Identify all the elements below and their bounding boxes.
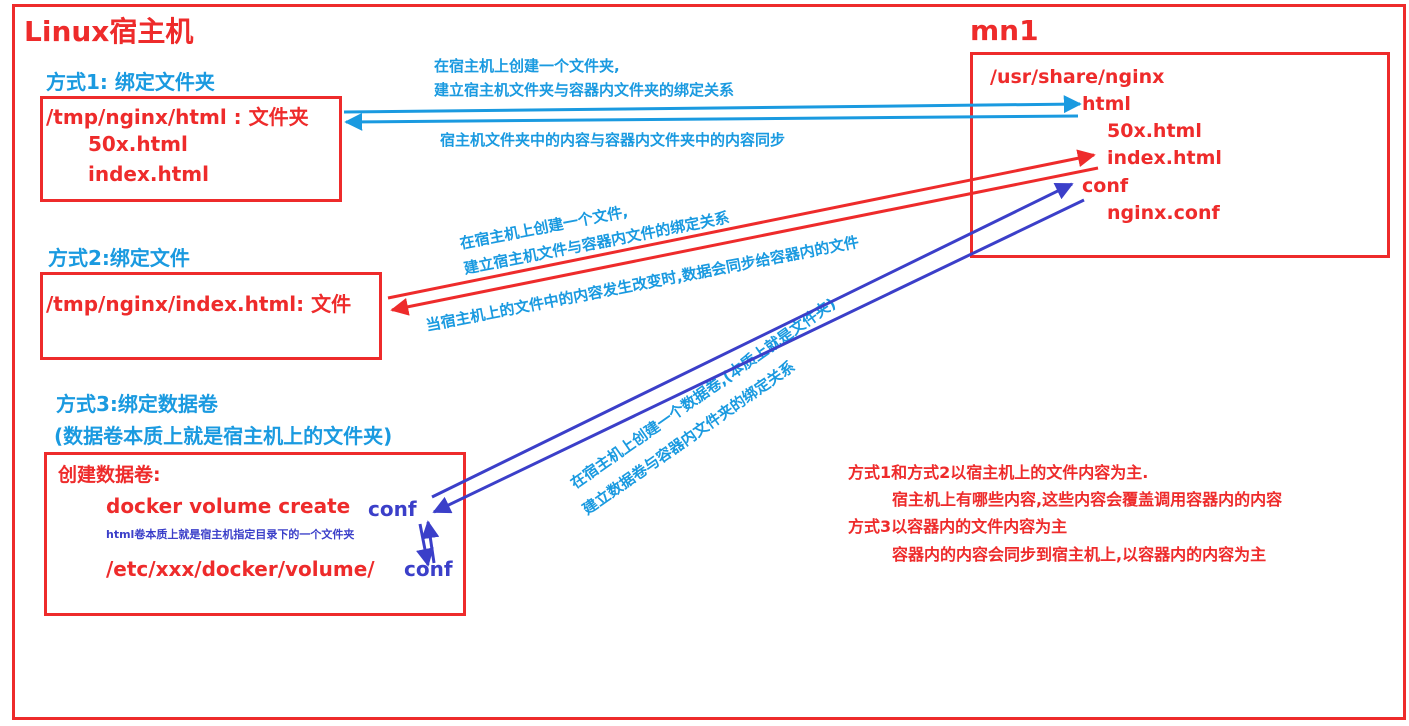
method3-arrow-to-volume	[432, 198, 1085, 514]
container-title: mn1	[970, 14, 1039, 47]
container-conf-dir: conf	[1082, 175, 1129, 197]
container-root: /usr/share/nginx	[990, 66, 1165, 88]
method3-subtitle: (数据卷本质上就是宿主机上的文件夹)	[54, 424, 393, 448]
method3-note: html卷本质上就是宿主机指定目录下的一个文件夹	[106, 528, 355, 541]
method1-path: /tmp/nginx/html : 文件夹	[46, 105, 309, 129]
host-title: Linux宿主机	[24, 15, 194, 48]
method2-arrow-to-host	[390, 166, 1099, 316]
summary-line-2: 宿主机上有哪些内容,这些内容会覆盖调用容器内的内容	[892, 490, 1283, 509]
method1-title: 方式1: 绑定文件夹	[46, 70, 215, 94]
method3-conf-arrow-up	[421, 520, 440, 564]
method3-volume-path: /etc/xxx/docker/volume/	[106, 557, 375, 581]
method2-arrow-to-container	[387, 149, 1096, 300]
summary-line-3: 方式3以容器内的文件内容为主	[848, 517, 1068, 536]
method1-arrow-text-3: 宿主机文件夹中的内容与容器内文件夹中的内容同步	[440, 131, 786, 149]
method3-command: docker volume create	[106, 494, 351, 518]
container-box	[970, 52, 1390, 258]
method1-arrow-text-1: 在宿主机上创建一个文件夹,	[434, 57, 620, 75]
method3-arrow-to-container	[431, 182, 1074, 499]
summary-line-4: 容器内的内容会同步到宿主机上,以容器内的内容为主	[892, 545, 1267, 564]
method3-title: 方式3:绑定数据卷	[56, 392, 218, 416]
method2-box	[40, 272, 382, 360]
container-file-50x: 50x.html	[1107, 120, 1202, 142]
method3-volume-name: conf	[368, 497, 417, 521]
method1-arrow-text-2: 建立宿主机文件夹与容器内文件夹的绑定关系	[434, 81, 735, 99]
method2-path: /tmp/nginx/index.html: 文件	[46, 292, 352, 316]
container-file-index: index.html	[1107, 147, 1222, 169]
method1-file-50x: 50x.html	[88, 132, 188, 156]
method1-box	[40, 96, 342, 202]
method2-title: 方式2:绑定文件	[48, 246, 190, 270]
method1-arrow-to-container	[343, 95, 1082, 114]
method3-box	[44, 452, 466, 616]
container-file-nginx-conf: nginx.conf	[1107, 202, 1220, 224]
method1-file-index: index.html	[88, 162, 209, 186]
method1-arrow-to-host	[344, 112, 1079, 131]
container-html-dir: html	[1082, 93, 1131, 115]
summary-line-1: 方式1和方式2以宿主机上的文件内容为主.	[848, 463, 1149, 482]
method3-box-title: 创建数据卷:	[58, 464, 161, 486]
method3-conf-arrow-down	[416, 523, 434, 567]
host-frame	[12, 4, 1406, 720]
